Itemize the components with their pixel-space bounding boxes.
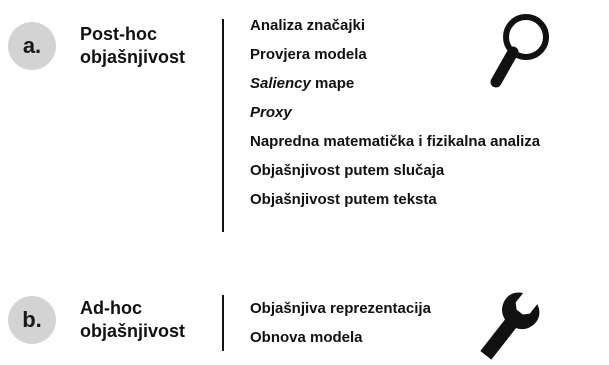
item-text: Objašnjivost putem teksta xyxy=(250,191,437,208)
method-list: Objašnjiva reprezentacija Obnova modela xyxy=(250,294,431,352)
list-item: Provjera modela xyxy=(250,40,540,69)
vertical-divider xyxy=(222,19,224,232)
item-text: Napredna matematička i fizikalna analiza xyxy=(250,133,541,150)
list-item: Proxy xyxy=(250,98,540,127)
list-item: Objašnjivost putem slučaja xyxy=(250,156,540,185)
section-heading: Post-hoc objašnjivost xyxy=(80,23,185,69)
section-heading: Ad-hoc objašnjivost xyxy=(80,297,185,343)
section-badge: a. xyxy=(8,22,56,70)
list-item: Saliency mape xyxy=(250,69,540,98)
list-item: Objašnjiva reprezentacija xyxy=(250,294,431,323)
list-item: Objašnjivost putem teksta xyxy=(250,185,540,214)
wrench-icon xyxy=(480,292,540,360)
section-badge: b. xyxy=(8,296,56,344)
item-text: Objašnjiva reprezentacija xyxy=(250,300,431,317)
list-item: Analiza značajki xyxy=(250,11,540,40)
item-text: Analiza značajki xyxy=(250,17,366,34)
section-ad-hoc: b. Ad-hoc objašnjivost Objašnjiva reprez… xyxy=(0,270,609,365)
heading-line-1: Ad-hoc xyxy=(80,298,142,318)
item-text: Objašnjivost putem slučaja xyxy=(250,162,445,179)
list-item: Napredna matematička i fizikalna analiza xyxy=(250,127,540,156)
list-item: Obnova modela xyxy=(250,323,431,352)
heading-line-2: objašnjivost xyxy=(80,47,186,67)
method-list: Analiza značajki Provjera modela Salienc… xyxy=(250,11,540,214)
item-emphasis: Proxy xyxy=(250,104,292,121)
magnifying-glass-icon xyxy=(490,14,549,88)
item-text: Obnova modela xyxy=(250,329,363,346)
heading-line-2: objašnjivost xyxy=(80,321,186,341)
item-text: mape xyxy=(310,75,355,92)
vertical-divider xyxy=(222,295,224,351)
section-post-hoc: a. Post-hoc objašnjivost Analiza značajk… xyxy=(8,11,549,232)
item-emphasis: Saliency xyxy=(250,75,311,92)
item-text: Provjera modela xyxy=(250,46,367,63)
heading-line-1: Post-hoc xyxy=(80,24,158,44)
